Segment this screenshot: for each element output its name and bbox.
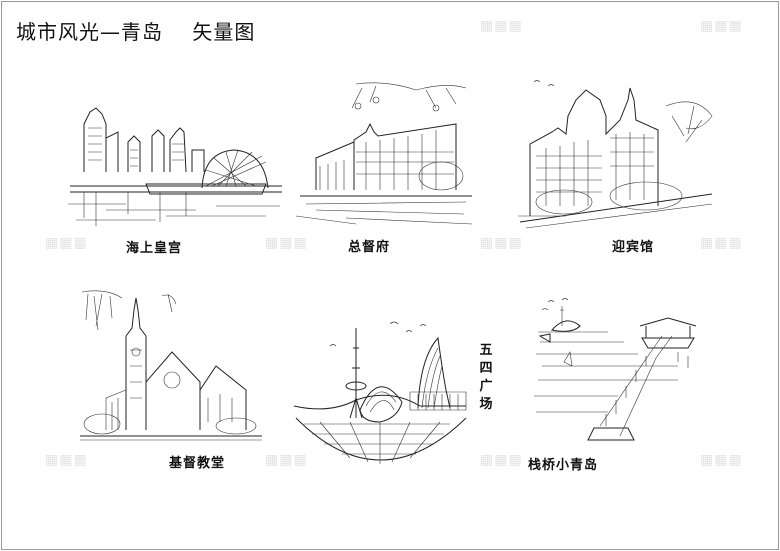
scene-wusi-guangchang: 五四广场 [290, 318, 520, 468]
watermark: ▦▦▦ [45, 452, 88, 468]
scene-zhanqiao-xiaoqingdao: 栈桥小青岛 [528, 296, 708, 473]
watermark: ▦▦▦ [480, 18, 523, 34]
governor-building-icon [296, 82, 473, 225]
scene-jidu-jiaotang: 基督教堂 [76, 290, 266, 475]
scene-haishang-huanggong: 海上皇宫 [66, 100, 286, 256]
watermark: ▦▦▦ [265, 452, 308, 468]
watermark: ▦▦▦ [700, 18, 743, 34]
scene-caption: 海上皇宫 [126, 241, 183, 256]
church-icon [80, 290, 262, 441]
scene-caption: 栈桥小青岛 [528, 458, 599, 473]
page-title: 城市风光—青岛 矢量图 [16, 20, 256, 44]
skyline-opera-icon [68, 107, 282, 226]
watermark: ▦▦▦ [480, 452, 523, 468]
scene-caption-vertical: 五四广场 [479, 343, 493, 412]
watermark: ▦▦▦ [700, 452, 743, 468]
watermark: ▦▦▦ [265, 235, 308, 251]
guesthouse-villa-icon [518, 80, 713, 229]
scene-caption: 基督教堂 [169, 456, 226, 471]
scene-yingbinguan: 迎宾馆 [516, 76, 716, 255]
may-fourth-square-icon [293, 321, 467, 464]
watermark: ▦▦▦ [480, 235, 523, 251]
scene-zongdufu: 总督府 [296, 78, 476, 255]
pier-pavilion-icon [534, 298, 697, 441]
watermark: ▦▦▦ [700, 235, 743, 251]
watermark: ▦▦▦ [45, 235, 88, 251]
scene-caption: 迎宾馆 [612, 240, 655, 255]
scene-caption: 总督府 [348, 240, 391, 255]
